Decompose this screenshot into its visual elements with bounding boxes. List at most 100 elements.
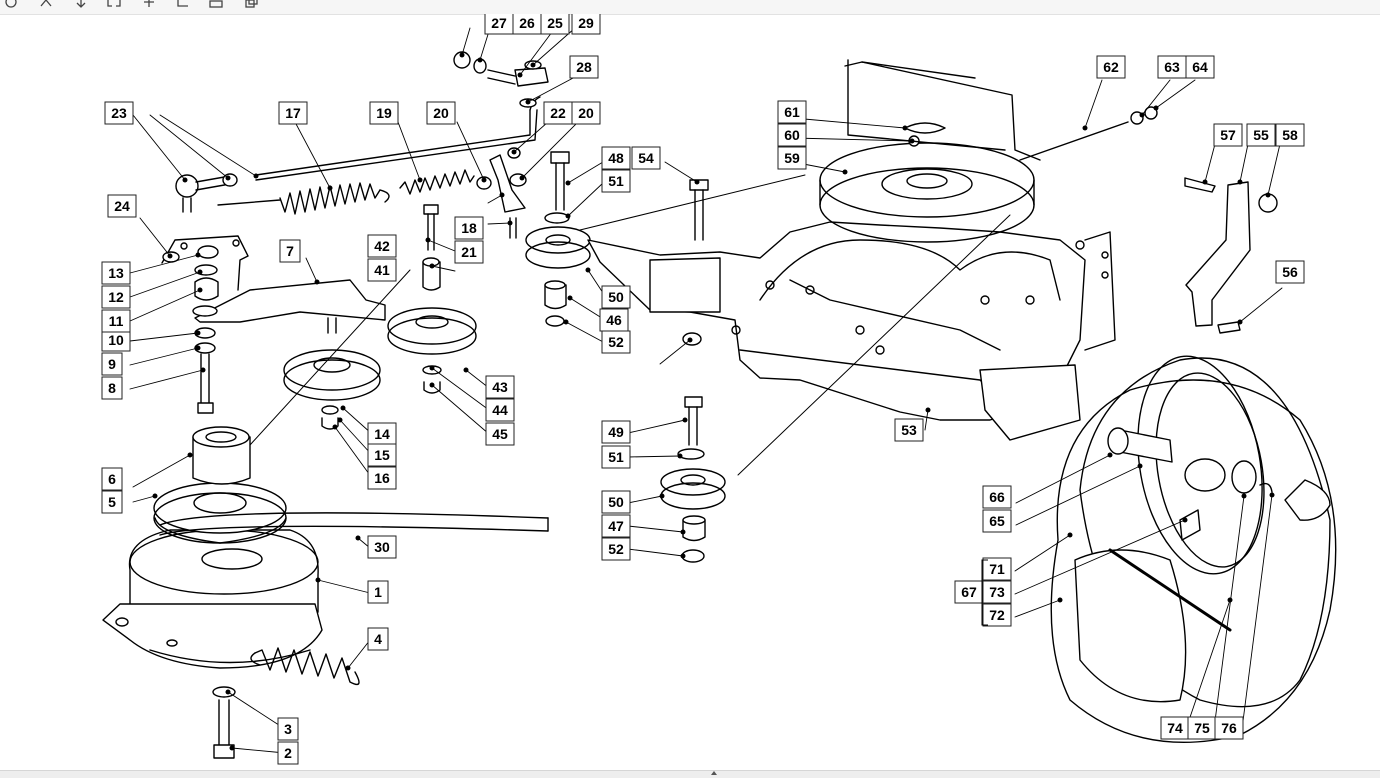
bottom-bar — [0, 770, 1380, 778]
callout-text: 61 — [784, 104, 800, 120]
spring-17 — [217, 182, 390, 215]
collapse-handle-icon[interactable] — [711, 771, 717, 775]
clutch-bolt — [212, 686, 236, 759]
callout-text: 16 — [374, 470, 390, 486]
callout-text: 59 — [784, 150, 800, 166]
callout-59: 59 — [777, 146, 807, 170]
callout-54: 54 — [631, 146, 661, 170]
callout-text: 64 — [1192, 59, 1208, 75]
callout-25: 25 — [540, 14, 570, 35]
bolt-54 — [689, 179, 709, 241]
exploded-parts-diagram: 1234567891011121314151617181920202122232… — [101, 14, 1337, 765]
callout-text: 52 — [608, 334, 624, 350]
spring-19 — [399, 169, 475, 195]
idler-pulley-43 — [387, 307, 477, 394]
callout-20: 20 — [426, 101, 456, 125]
callout-text: 75 — [1194, 720, 1210, 736]
idler-pulley-14 — [283, 349, 381, 430]
callout-text: 1 — [374, 584, 382, 600]
callout-text: 4 — [374, 631, 382, 647]
toolbar — [0, 0, 1380, 15]
callout-text: 5 — [108, 494, 116, 510]
callout-text: 15 — [374, 447, 390, 463]
expand-icon[interactable] — [106, 0, 122, 10]
callout-72: 72 — [982, 603, 1012, 627]
callout-17: 17 — [278, 101, 308, 125]
download-icon[interactable] — [73, 0, 89, 10]
callout-12: 12 — [101, 285, 131, 309]
callout-text: 62 — [1103, 59, 1119, 75]
pulley-hub — [192, 426, 251, 485]
callout-29: 29 — [571, 14, 601, 35]
print-icon[interactable] — [208, 0, 224, 10]
callout-16: 16 — [367, 466, 397, 490]
callout-13: 13 — [101, 261, 131, 285]
callout-text: 8 — [108, 380, 116, 396]
callout-text: 72 — [989, 607, 1005, 623]
callout-60: 60 — [777, 123, 807, 147]
callout-text: 55 — [1253, 127, 1269, 143]
callout-text: 51 — [608, 173, 624, 189]
bracket-71 — [981, 559, 988, 626]
callout-9: 9 — [101, 352, 123, 376]
pulley-stack-lower — [660, 332, 726, 563]
callout-text: 18 — [461, 220, 477, 236]
bracket-56 — [1184, 177, 1278, 334]
callout-text: 10 — [108, 332, 124, 348]
callout-64: 64 — [1185, 55, 1215, 79]
copy-icon[interactable] — [243, 0, 259, 10]
callout-text: 45 — [492, 426, 508, 442]
callout-text: 71 — [989, 561, 1005, 577]
callout-19: 19 — [369, 101, 399, 125]
callout-56: 56 — [1275, 260, 1305, 284]
callout-text: 2 — [284, 745, 292, 761]
fit-icon[interactable] — [38, 0, 54, 10]
callout-text: 76 — [1221, 720, 1237, 736]
zoom-icon[interactable] — [3, 0, 19, 10]
callout-26: 26 — [512, 14, 542, 35]
callout-text: 13 — [108, 265, 124, 281]
drive-belt — [159, 512, 549, 536]
pan-icon[interactable] — [141, 0, 157, 10]
callout-22: 22 — [543, 101, 573, 125]
callout-49: 49 — [601, 420, 631, 444]
callout-51: 51 — [601, 445, 631, 469]
callout-text: 30 — [374, 539, 390, 555]
callout-text: 21 — [461, 244, 477, 260]
callout-text: 66 — [989, 489, 1005, 505]
callout-3: 3 — [277, 717, 299, 741]
callout-21: 21 — [454, 240, 484, 264]
callout-10: 10 — [101, 328, 131, 352]
callout-text: 19 — [376, 105, 392, 121]
callout-text: 29 — [578, 15, 594, 31]
callout-18: 18 — [454, 216, 484, 240]
callout-text: 73 — [989, 584, 1005, 600]
callout-text: 49 — [608, 424, 624, 440]
callout-text: 41 — [374, 262, 390, 278]
callout-1: 1 — [367, 580, 389, 604]
callout-leaders — [129, 27, 1283, 754]
callout-text: 20 — [433, 105, 449, 121]
callout-text: 50 — [608, 289, 624, 305]
callout-71: 71 — [982, 557, 1012, 581]
callout-41: 41 — [367, 258, 397, 282]
callout-23: 23 — [104, 101, 134, 125]
callout-text: 50 — [608, 494, 624, 510]
callout-4: 4 — [367, 627, 389, 651]
callout-text: 28 — [576, 59, 592, 75]
callout-53: 53 — [894, 418, 924, 442]
callout-text: 57 — [1220, 127, 1236, 143]
callout-51: 51 — [601, 169, 631, 193]
crop-icon[interactable] — [175, 0, 191, 10]
callout-8: 8 — [101, 376, 123, 400]
callout-text: 44 — [492, 402, 508, 418]
callout-47: 47 — [601, 514, 631, 538]
transaxle-pulley-60 — [819, 122, 1035, 243]
callout-text: 58 — [1282, 127, 1298, 143]
callout-text: 11 — [109, 313, 124, 329]
callout-50: 50 — [601, 490, 631, 514]
callout-text: 27 — [491, 15, 507, 31]
callout-45: 45 — [485, 422, 515, 446]
callout-42: 42 — [367, 234, 397, 258]
